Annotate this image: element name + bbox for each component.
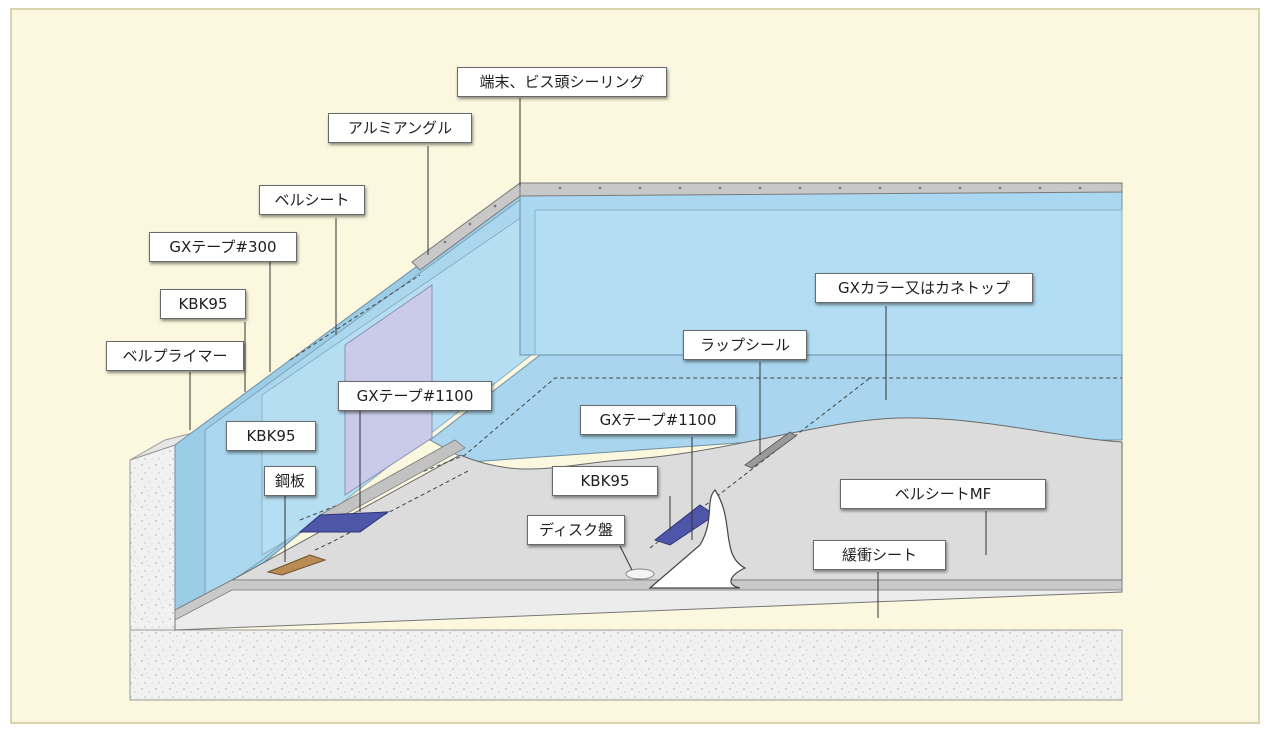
lap-seal-strip — [744, 431, 797, 469]
label-seal: 端末、ビス頭シーリング — [457, 67, 667, 97]
label-kbk95-left: KBK95 — [160, 289, 246, 319]
label-gx-tape-1100-left: GXテープ#1100 — [338, 381, 492, 411]
dashed-outline-floor-left-2 — [314, 469, 471, 551]
label-kbk95-right: KBK95 — [552, 466, 658, 496]
peeled-sheet-corner — [648, 489, 747, 589]
leader-lines — [189, 98, 987, 618]
dashed-outline-lap — [649, 377, 871, 549]
label-lap-seal: ラップシール — [683, 330, 807, 360]
screw-heads — [443, 186, 1082, 244]
label-aluminum-angle: アルミアングル — [328, 113, 472, 143]
label-gx-tape-1100-right: GXテープ#1100 — [580, 405, 736, 435]
dashed-outline-wall — [289, 274, 421, 361]
label-gx-color: GXカラー又はカネトップ — [815, 273, 1033, 303]
kbk95-blue-left — [298, 511, 390, 533]
disk-plate — [625, 568, 655, 580]
label-bellsheet: ベルシート — [259, 185, 365, 215]
concrete-wall-front — [129, 444, 176, 631]
label-disk: ディスク盤 — [527, 515, 625, 545]
label-gx-tape-300: GXテープ#300 — [149, 232, 297, 262]
label-bellsheet-mf: ベルシートMF — [840, 479, 1046, 509]
concrete-base — [129, 629, 1123, 701]
aluminum-angle-left — [411, 182, 521, 271]
label-bell-primer: ベルプライマー — [106, 341, 244, 371]
label-cushion-sheet: 緩衝シート — [813, 540, 946, 570]
label-steel-plate: 鋼板 — [264, 466, 316, 496]
steel-plate — [266, 554, 327, 576]
cushion-sheet — [174, 579, 1123, 621]
label-kbk95-mid: KBK95 — [226, 421, 316, 451]
